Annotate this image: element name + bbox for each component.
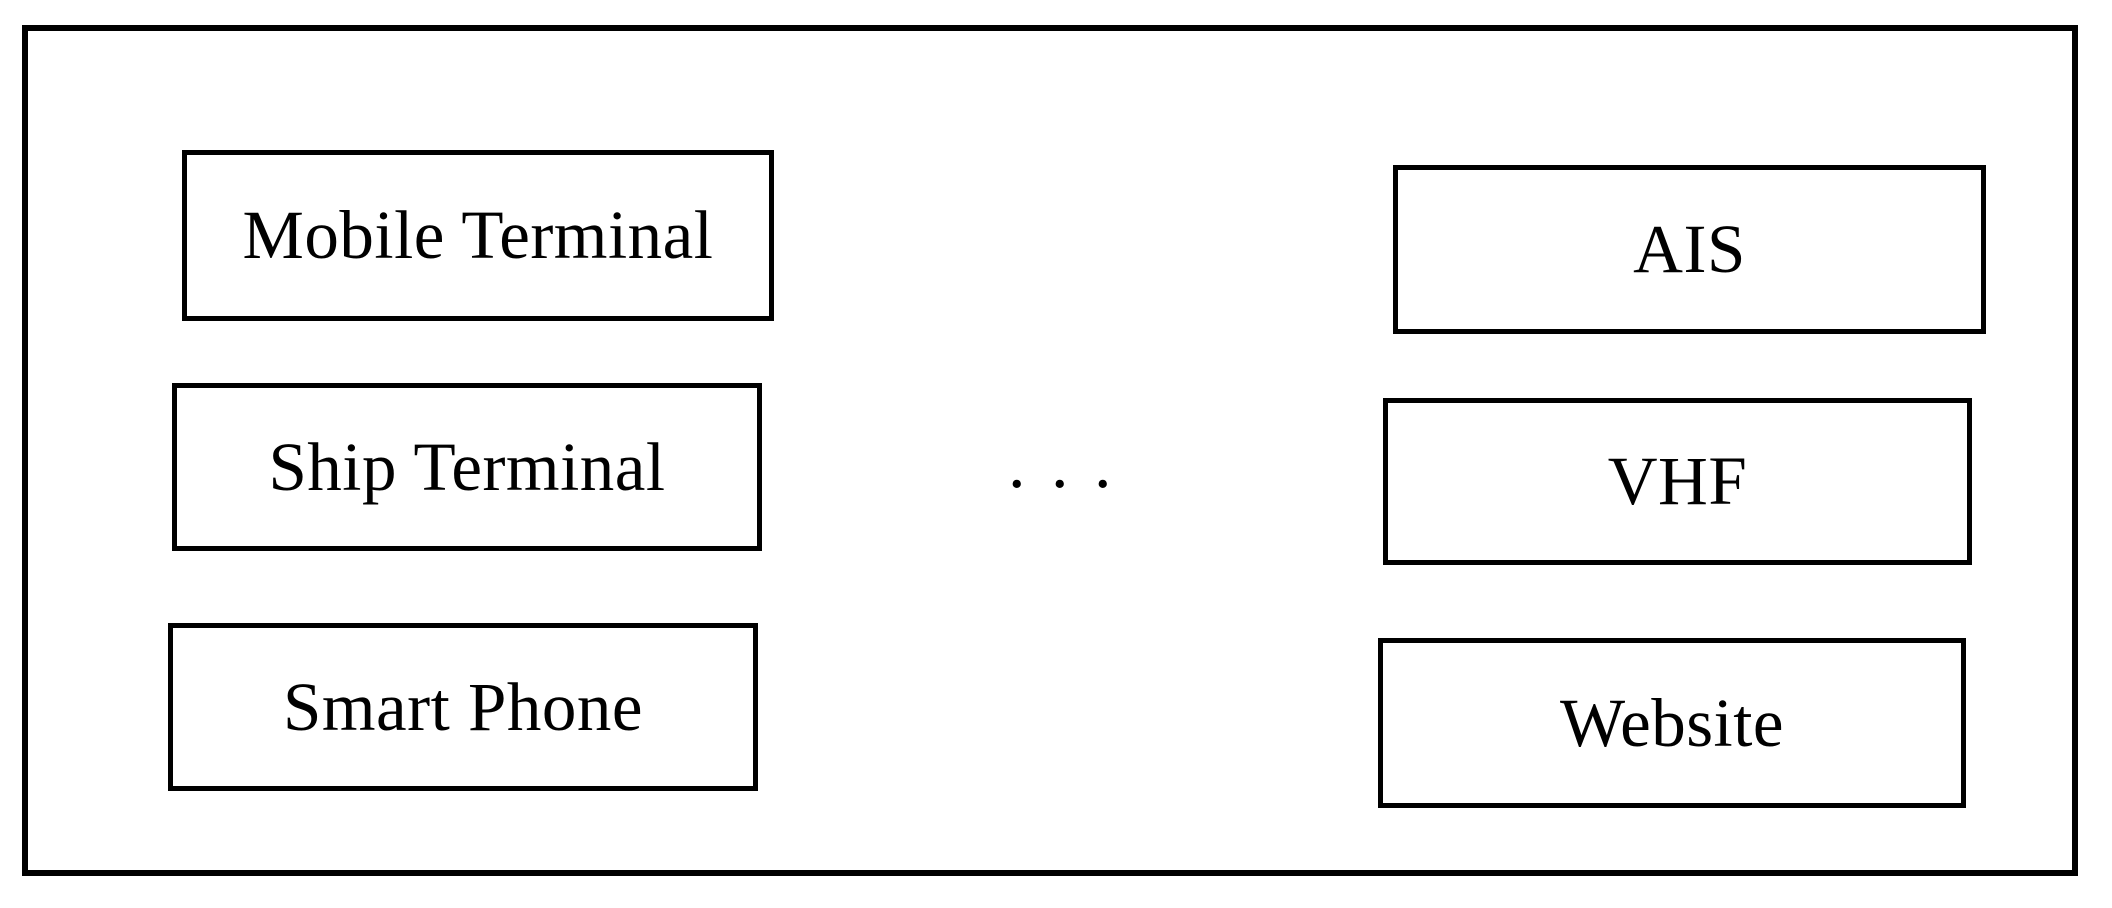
box-ais-label: AIS — [1633, 211, 1746, 287]
box-website-label: Website — [1559, 684, 1785, 761]
ellipsis-dots: . . . — [1008, 426, 1116, 503]
box-mobile-terminal-label: Mobile Terminal — [242, 197, 714, 273]
box-ship-terminal-label: Ship Terminal — [268, 428, 666, 505]
box-ship-terminal: Ship Terminal — [172, 383, 762, 551]
box-smart-phone-label: Smart Phone — [282, 668, 644, 745]
box-mobile-terminal: Mobile Terminal — [182, 150, 774, 321]
box-website: Website — [1378, 638, 1966, 808]
box-ais: AIS — [1393, 165, 1986, 334]
box-vhf: VHF — [1383, 398, 1972, 565]
box-vhf-label: VHF — [1607, 443, 1748, 519]
box-smart-phone: Smart Phone — [168, 623, 758, 791]
